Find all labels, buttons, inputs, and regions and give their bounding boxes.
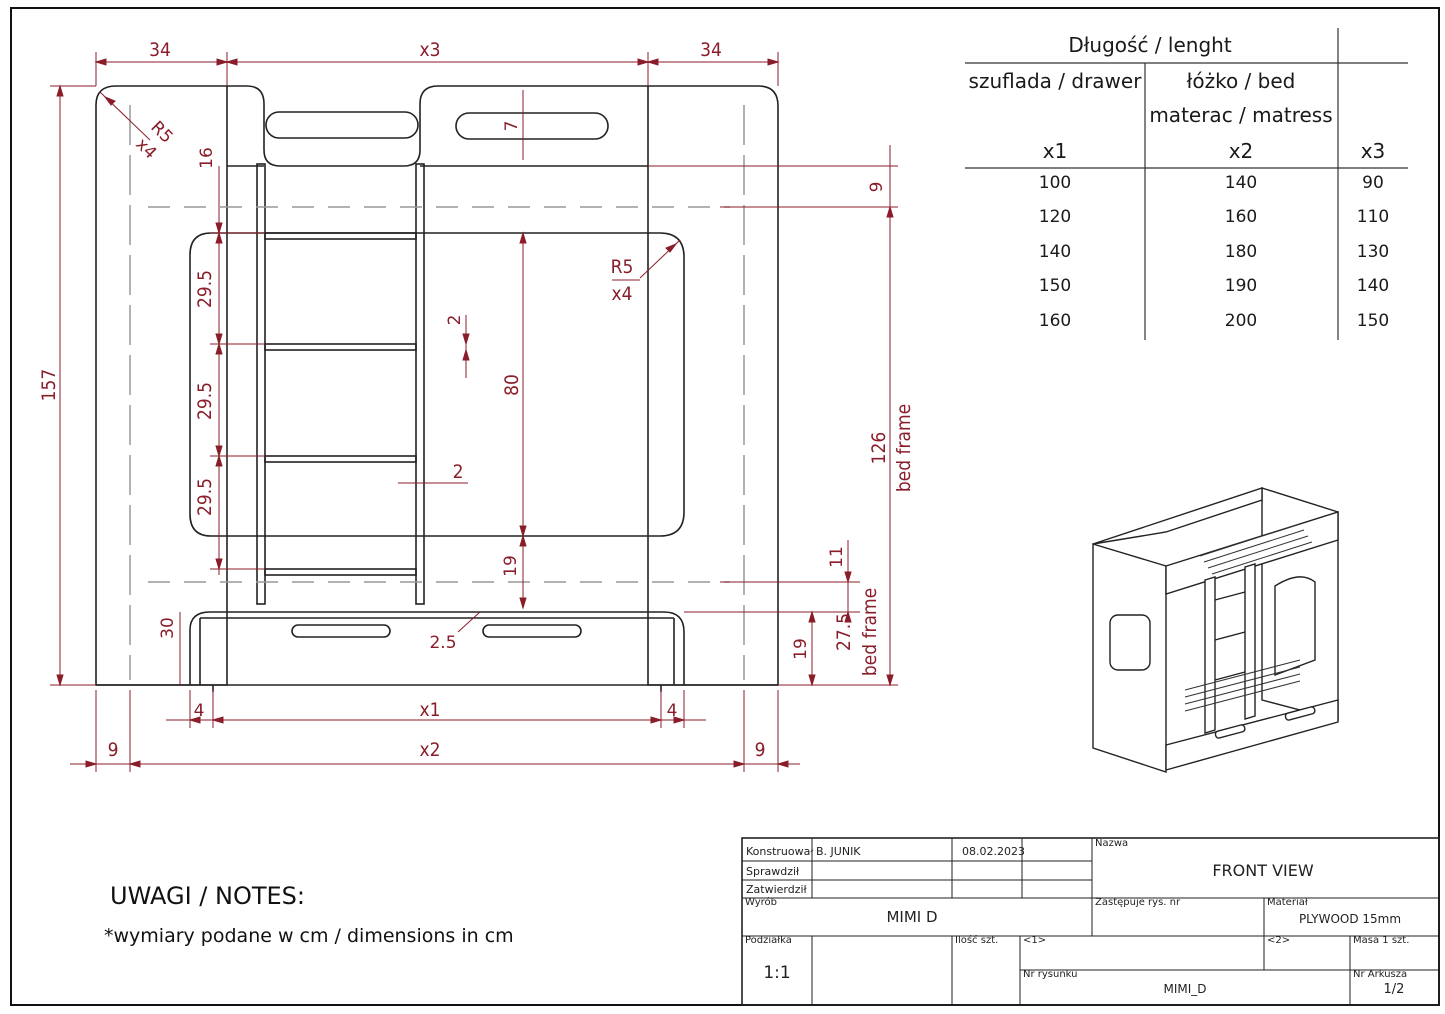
tb-date: 08.02.2023 bbox=[962, 845, 1025, 858]
table-cell: 160 bbox=[1039, 311, 1071, 331]
tb-nr-rysunku-value: MIMI_D bbox=[1163, 982, 1206, 996]
tb-zatwierdzil-label: Zatwierdził bbox=[746, 883, 808, 896]
table-var-x2: x2 bbox=[1229, 139, 1254, 163]
dim-total-height: 157 bbox=[38, 369, 60, 402]
tb-code2: <2> bbox=[1267, 935, 1290, 946]
table-cell: 90 bbox=[1362, 173, 1384, 193]
tb-nazwa-value: FRONT VIEW bbox=[1212, 861, 1314, 880]
tb-konstruowal-value: B. JUNIK bbox=[816, 845, 861, 858]
table-header-bed: łóżko / bed bbox=[1187, 69, 1296, 93]
notes-line: *wymiary podane w cm / dimensions in cm bbox=[104, 925, 514, 947]
table-cell: 100 bbox=[1039, 173, 1071, 193]
tb-nr-arkusza-value: 1/2 bbox=[1384, 982, 1405, 997]
dim-opening80: 80 bbox=[501, 374, 523, 396]
dim-top-left: 34 bbox=[149, 39, 171, 61]
tb-podzialka-label: Podziałka bbox=[745, 935, 792, 946]
table-cell: 180 bbox=[1225, 242, 1257, 262]
table-cell: 190 bbox=[1225, 276, 1257, 296]
dim-slot7: 7 bbox=[502, 121, 522, 132]
front-view-drawing bbox=[95, 85, 779, 692]
tb-ilosc-label: Ilość szt. bbox=[955, 934, 998, 946]
dim-h16: 16 bbox=[197, 147, 217, 169]
dim-h19-low: 19 bbox=[791, 638, 811, 660]
table-cell: 150 bbox=[1039, 276, 1071, 296]
dim-rung1: 29.5 bbox=[194, 270, 216, 308]
tb-sprawdzil-label: Sprawdził bbox=[746, 865, 800, 878]
tb-nr-rysunku-label: Nr rysunku bbox=[1023, 969, 1078, 980]
hidden-lines bbox=[129, 105, 745, 680]
tb-material-value: PLYWOOD 15mm bbox=[1299, 912, 1401, 926]
tb-nr-arkusza-label: Nr Arkusza bbox=[1353, 969, 1407, 980]
table-var-x3: x3 bbox=[1361, 139, 1386, 163]
table-var-x1: x1 bbox=[1043, 139, 1068, 163]
table-cell: 140 bbox=[1225, 173, 1257, 193]
dim-slot25: 2.5 bbox=[429, 633, 456, 653]
dim-top-x3: x3 bbox=[420, 39, 441, 61]
dimension-labels: 34 x3 34 157 R5 x4 16 7 9 R5 x4 29.5 29.… bbox=[38, 39, 915, 761]
dim-rung3: 29.5 bbox=[194, 478, 216, 516]
table-header-drawer: szuflada / drawer bbox=[969, 69, 1143, 93]
dim-h11: 11 bbox=[827, 546, 847, 568]
dim-bedframe-lower: bed frame bbox=[859, 588, 881, 676]
dim-left9: 9 bbox=[108, 739, 119, 761]
table-cell: 160 bbox=[1225, 207, 1257, 227]
table-cell: 130 bbox=[1357, 242, 1389, 262]
table-cell: 150 bbox=[1357, 311, 1389, 331]
dim-top-right: 34 bbox=[700, 39, 722, 61]
dim-h275: 27.5 bbox=[833, 613, 855, 651]
length-table: Długość / lenght szuflada / drawer łóżko… bbox=[965, 28, 1408, 340]
table-title: Długość / lenght bbox=[1068, 33, 1231, 57]
tb-podzialka-value: 1:1 bbox=[763, 963, 790, 983]
tb-nazwa-label: Nazwa bbox=[1095, 838, 1128, 849]
isometric-bunk-bed bbox=[1092, 487, 1339, 773]
table-cell: 140 bbox=[1357, 276, 1389, 296]
table-header-matress: materac / matress bbox=[1149, 103, 1332, 127]
tb-wyrob-label: Wyrób bbox=[745, 896, 777, 908]
tb-zastepuje-label: Zastępuje rys. nr bbox=[1095, 897, 1181, 908]
dim-bed126: 126 bbox=[868, 432, 890, 465]
dim-r5-panel: R5 bbox=[611, 256, 634, 278]
dimension-lines bbox=[50, 52, 898, 772]
dim-h19-mid: 19 bbox=[501, 555, 521, 577]
dim-rung-thickness-b: 2 bbox=[453, 461, 464, 483]
dim-bedframe-upper: bed frame bbox=[893, 404, 915, 492]
tb-code1: <1> bbox=[1023, 935, 1046, 946]
tb-masa-label: Masa 1 szt. bbox=[1353, 935, 1409, 946]
table-cell: 140 bbox=[1039, 242, 1071, 262]
dim-rung2: 29.5 bbox=[194, 382, 216, 420]
notes-title: UWAGI / NOTES: bbox=[110, 882, 305, 910]
dim-h30: 30 bbox=[158, 617, 178, 639]
dim-right9: 9 bbox=[755, 739, 766, 761]
dim-left4: 4 bbox=[194, 701, 205, 721]
sheet-border bbox=[10, 7, 1440, 1006]
table-cell: 110 bbox=[1357, 207, 1389, 227]
tb-konstruowal-label: Konstruował bbox=[746, 845, 814, 858]
tb-material-label: Materiał bbox=[1267, 897, 1308, 908]
table-cell: 120 bbox=[1039, 207, 1071, 227]
dim-right4: 4 bbox=[667, 701, 678, 721]
dim-x2: x2 bbox=[420, 739, 441, 761]
notes-section: UWAGI / NOTES: *wymiary podane w cm / di… bbox=[104, 882, 514, 947]
dim-x1: x1 bbox=[420, 699, 441, 721]
tb-wyrob-value: MIMI D bbox=[886, 908, 937, 926]
table-cell: 200 bbox=[1225, 311, 1257, 331]
dim-rung-thickness-a: 2 bbox=[445, 315, 465, 326]
title-block: Konstruował B. JUNIK 08.02.2023 Sprawdzi… bbox=[741, 837, 1440, 1006]
dim-x4-panel: x4 bbox=[612, 283, 633, 305]
dim-gap9: 9 bbox=[867, 182, 887, 193]
